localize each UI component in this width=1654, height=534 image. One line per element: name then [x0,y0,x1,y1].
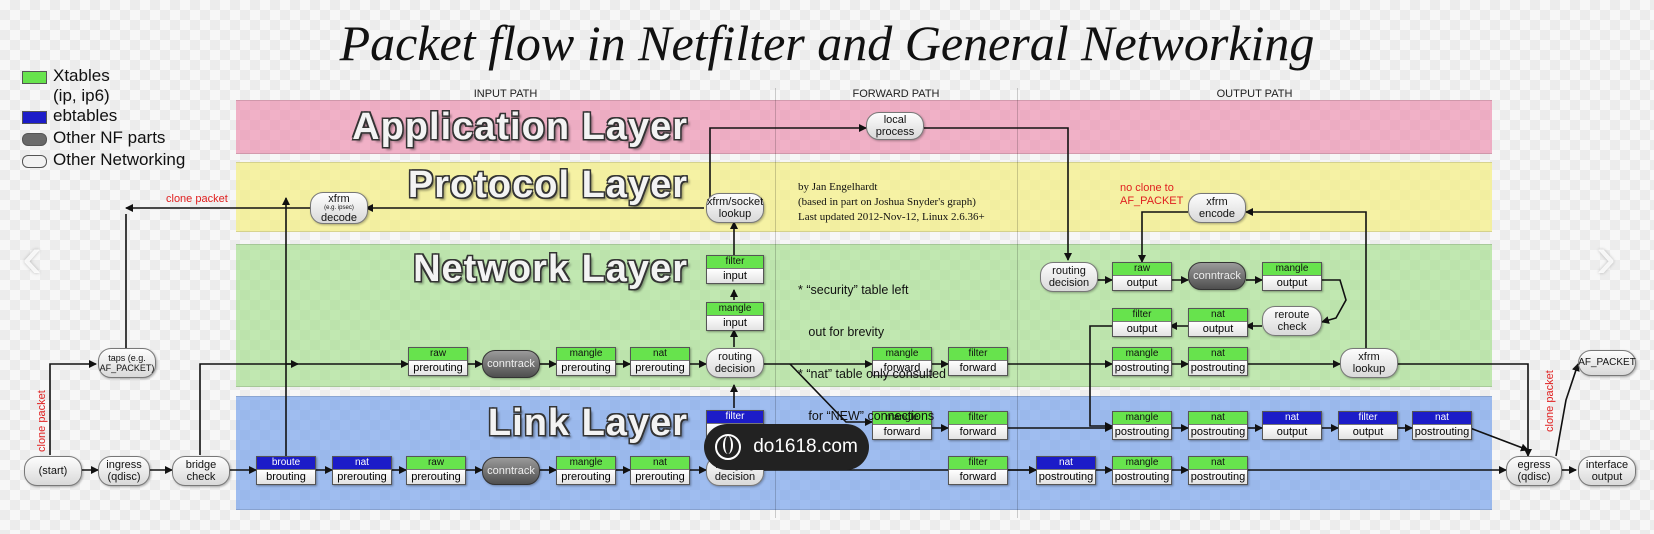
protocol-layer-label: Protocol Layer [407,164,688,206]
conntrack-output-node: conntrack [1188,262,1246,290]
note-line: * “security” table left [798,283,909,297]
local-process-node: local process [866,112,924,140]
taps-node: taps (e.g. AF_PACKET) [98,348,156,378]
next-arrow-icon[interactable]: › [1596,223,1616,290]
af-packet-node: AF_PACKET [1578,350,1636,376]
legend-item-other-nf: Other NF parts [22,128,185,150]
column-header-output: OUTPUT PATH [1216,88,1293,100]
network-layer-label: Network Layer [413,248,688,290]
interface-output-node: interface output [1578,456,1636,486]
routing-decision-output-node: routing decision [1040,262,1098,292]
column-header-forward: FORWARD PATH [852,88,940,100]
credit-line: Last updated 2012-Nov-12, Linux 2.6.36+ [798,211,985,223]
xtables-swatch [22,71,47,84]
note-line: for “NEW” connections [798,409,935,423]
conntrack-input-node: conntrack [482,350,540,378]
egress-node: egress (qdisc) [1506,456,1562,486]
routing-decision-input-node: routing decision [706,348,764,378]
bridge-check-node: bridge check [172,456,230,486]
note-line: out for brevity [798,325,885,339]
legend-label: Xtables [53,66,110,85]
protocol-layer-band [236,162,1492,232]
watermark-badge: do1618.com [704,424,869,470]
credit-line: by Jan Engelhardt [798,181,878,193]
start-node: (start) [24,456,82,486]
legend-sublabel: (ip, ip6) [53,86,110,106]
note-line: * “nat” table only consulted [798,367,947,381]
xfrm-decode-node: xfrm(e.g. ipsec)decode [310,192,368,224]
page-title: Packet flow in Netfilter and General Net… [339,15,1315,71]
credit-line: (based in part on Joshua Snyder's graph) [798,196,976,208]
legend-label: Other Networking [53,150,186,169]
previous-arrow-icon[interactable]: ‹ [22,223,42,290]
legend-label: ebtables [53,106,118,125]
clone-packet-label-top: clone packet [166,193,228,205]
xfrm-lookup-node: xfrm lookup [1340,348,1398,378]
link-layer-label: Link Layer [487,402,688,444]
reroute-check-node: reroute check [1262,306,1322,336]
notes: * “security” table left out for brevity … [798,255,946,437]
ebtables-swatch [22,111,47,124]
column-header-input: INPUT PATH [473,88,538,100]
legend-label: Other NF parts [53,128,166,147]
legend-item-other-networking: Other Networking [22,150,185,172]
xfrm-encode-node: xfrm encode [1188,193,1246,223]
application-layer-label: Application Layer [352,106,688,148]
clone-packet-label-left: clone packet [36,390,48,452]
watermark-text: do1618.com [753,436,858,457]
conntrack-link-node: conntrack [482,457,540,485]
globe-icon [715,434,742,460]
column-divider-forward [775,88,776,518]
credits: by Jan Engelhardt (based in part on Josh… [798,180,985,225]
clone-packet-label-right: clone packet [1544,370,1556,432]
other-networking-swatch [22,155,47,168]
ingress-node: ingress (qdisc) [98,456,150,486]
column-divider-output [1017,88,1018,518]
legend-item-ebtables: ebtables [22,106,185,128]
legend-item-xtables: Xtables(ip, ip6) [22,66,185,105]
other-nf-swatch [22,133,47,146]
legend: Xtables(ip, ip6) ebtables Other NF parts… [22,66,185,172]
xfrm-socket-lookup-node: xfrm/socket lookup [706,193,764,223]
